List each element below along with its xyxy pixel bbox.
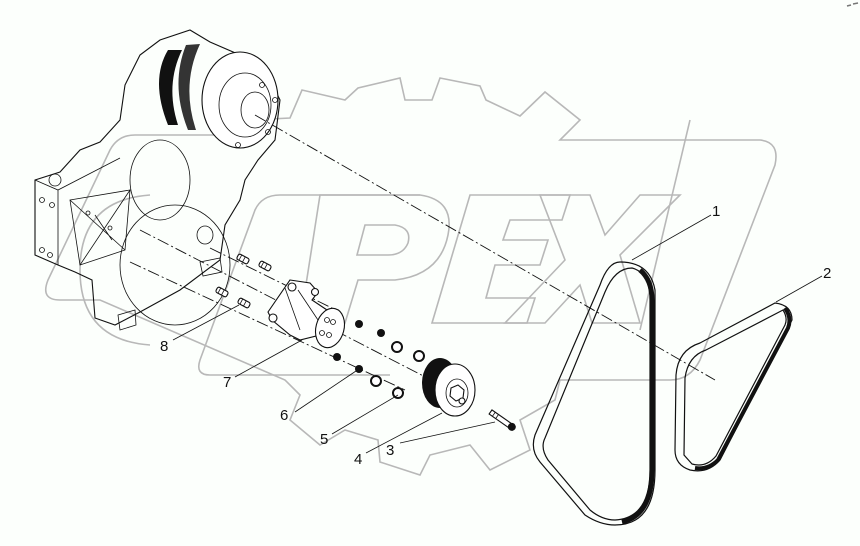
callout-8: 8 xyxy=(160,338,169,355)
callout-7: 7 xyxy=(223,374,232,391)
studs xyxy=(215,253,272,309)
callout-2: 2 xyxy=(823,265,832,282)
belt-small xyxy=(674,302,793,472)
belt-large xyxy=(532,261,656,526)
idler-pulley xyxy=(422,358,476,417)
corner-mark xyxy=(846,2,859,7)
idler-bracket xyxy=(267,279,346,349)
washers xyxy=(333,320,385,373)
callout-4: 4 xyxy=(354,451,363,468)
callout-3: 3 xyxy=(386,442,395,459)
callout-1: 1 xyxy=(712,203,721,220)
opex-watermark xyxy=(44,77,777,476)
nuts xyxy=(370,341,425,399)
leader-lines xyxy=(172,214,823,454)
callout-5: 5 xyxy=(320,431,329,448)
callout-6: 6 xyxy=(280,407,289,424)
engine-front-cover xyxy=(34,29,281,331)
pulley-bolt xyxy=(488,409,516,431)
